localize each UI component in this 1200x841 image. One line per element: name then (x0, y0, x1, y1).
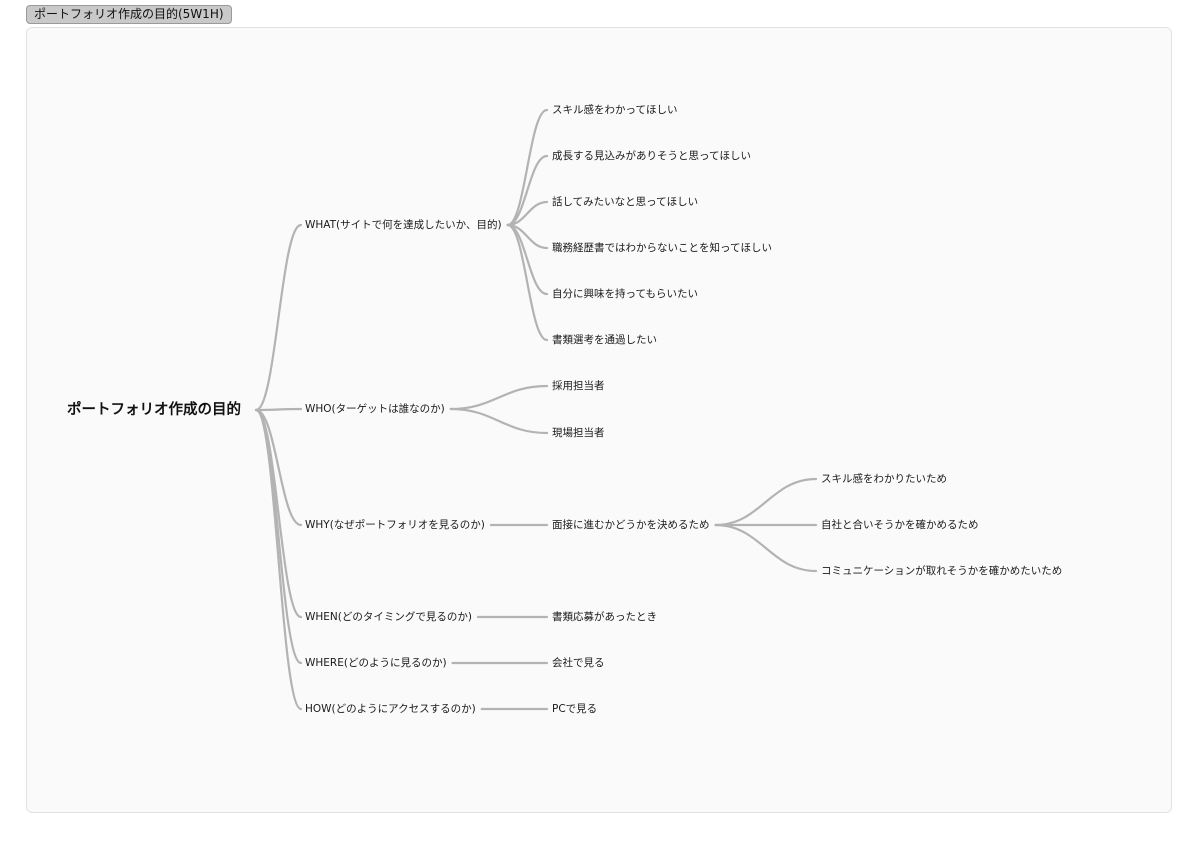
mindmap-edges (254, 108, 818, 711)
mindmap-canvas (26, 27, 1172, 813)
mindmap-edge (506, 154, 549, 227)
mindmap-branch-node[interactable]: WHERE(どのように見るのか) (305, 657, 447, 669)
mindmap-branch-node[interactable]: HOW(どのようにアクセスするのか) (305, 703, 476, 715)
mindmap-leaf-node[interactable]: 現場担当者 (552, 426, 605, 439)
mindmap-edge (254, 408, 303, 527)
mindmap-subleaf-node[interactable]: コミュニケーションが取れそうかを確かめたいため (821, 564, 1062, 577)
mindmap-leaf-node[interactable]: 話してみたいなと思ってほしい (552, 195, 698, 208)
mindmap-leaf-node[interactable]: 職務経歴書ではわからないことを知ってほしい (552, 241, 772, 254)
mindmap-branch-node[interactable]: WHEN(どのタイミングで見るのか) (305, 610, 472, 623)
mindmap-root-node[interactable]: ポートフォリオ作成の目的 (67, 400, 241, 418)
mindmap-leaf-node[interactable]: PCで見る (552, 703, 597, 715)
mindmap-edge (506, 108, 549, 227)
mindmap-edge (254, 407, 303, 412)
mindmap-leaf-node[interactable]: スキル感をわかってほしい (552, 103, 677, 116)
mindmap-leaf-node[interactable]: 書類選考を通過したい (552, 333, 657, 346)
mindmap-branch-node[interactable]: WHO(ターゲットは誰なのか) (305, 402, 445, 415)
mindmap-edge (506, 223, 549, 342)
mindmap-subleaf-node[interactable]: 自社と合いそうかを確かめるため (821, 518, 979, 531)
mindmap-leaf-node[interactable]: 会社で見る (552, 656, 605, 669)
mindmap-edge (254, 408, 303, 665)
mindmap-edge (449, 407, 549, 435)
mindmap-leaf-node[interactable]: 自分に興味を持ってもらいたい (552, 287, 698, 300)
mindmap-leaf-node[interactable]: 面接に進むかどうかを決めるため (552, 518, 710, 531)
mindmap-edge (254, 408, 303, 619)
mindmap-branch-node[interactable]: WHY(なぜポートフォリオを見るのか) (305, 519, 485, 531)
mindmap-edge (714, 523, 818, 573)
mindmap-edge (254, 408, 303, 711)
mindmap-subleaf-node[interactable]: スキル感をわかりたいため (821, 472, 947, 485)
mindmap-edge (449, 384, 549, 411)
mindmap-edge (714, 477, 818, 527)
mindmap-leaf-node[interactable]: 書類応募があったとき (552, 610, 657, 623)
mindmap-nodes: ポートフォリオ作成の目的 WHAT(サイトで何を達成したいか、目的) スキル感をわか… (67, 103, 1062, 715)
mindmap-edge (254, 223, 303, 412)
mindmap-leaf-node[interactable]: 採用担当者 (552, 379, 605, 392)
mindmap-leaf-node[interactable]: 成長する見込みがありそうと思ってほしい (552, 149, 751, 162)
map-title-tab[interactable]: ポートフォリオ作成の目的(5W1H) (26, 5, 232, 24)
mindmap-branch-node[interactable]: WHAT(サイトで何を達成したいか、目的) (305, 218, 502, 231)
